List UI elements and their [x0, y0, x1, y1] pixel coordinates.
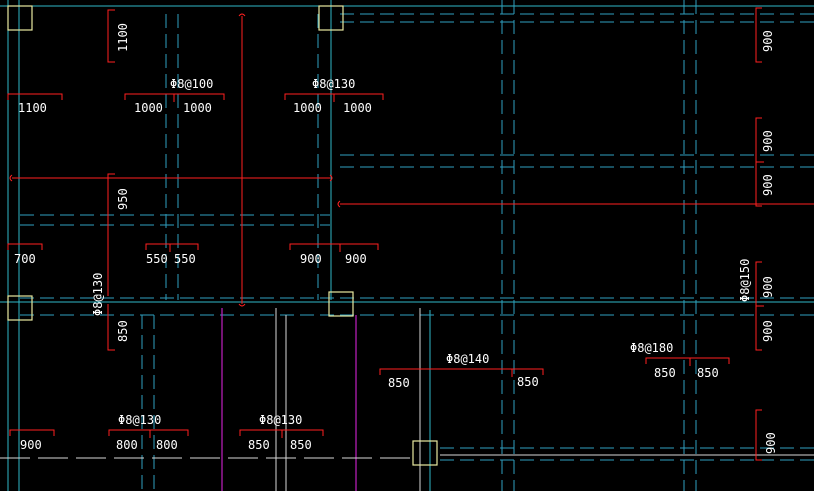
dimension-label: 900 [761, 30, 775, 52]
rebar-spec-label: Φ8@130 [259, 413, 302, 427]
rebar-spec-label: Φ8@130 [91, 273, 105, 316]
rebar-lines [7, 7, 814, 461]
dimension-label: 800 [156, 438, 178, 452]
dimension-label: 700 [14, 252, 36, 266]
dimension-label: 900 [300, 252, 322, 266]
dimension-label: 1100 [116, 23, 130, 52]
dimension-label: 1000 [134, 101, 163, 115]
dimension-label: 850 [654, 366, 676, 380]
dimension-label: 900 [761, 130, 775, 152]
rebar-spec-label: Φ8@150 [738, 259, 752, 302]
dimension-label: 1000 [293, 101, 322, 115]
rebar-spec-label: Φ8@130 [118, 413, 161, 427]
column-top-left [7, 5, 33, 31]
dimension-label: 1100 [18, 101, 47, 115]
dimension-label: 850 [290, 438, 312, 452]
dimension-label: 900 [345, 252, 367, 266]
rebar-spec-labels: Φ8@100 Φ8@130 Φ8@130 Φ8@150 Φ8@140 Φ8@18… [91, 77, 752, 427]
columns [7, 5, 438, 466]
dimension-label: 1000 [343, 101, 372, 115]
dimension-label: 900 [20, 438, 42, 452]
dimension-label: 850 [517, 375, 539, 389]
rebar-spec-label: Φ8@100 [170, 77, 213, 91]
dimension-labels: 1100 1100 1000 1000 1000 1000 950 700 55… [14, 23, 778, 454]
dimension-label: 900 [761, 320, 775, 342]
column-bottom [412, 440, 438, 466]
dimension-label: 850 [697, 366, 719, 380]
rebar-spec-label: Φ8@180 [630, 341, 673, 355]
dimension-label: 1000 [183, 101, 212, 115]
dashed-grid-lines [20, 0, 814, 491]
dimension-label: 550 [146, 252, 168, 266]
dimension-label: 800 [116, 438, 138, 452]
dimension-label: 900 [761, 174, 775, 196]
rebar-spec-label: Φ8@130 [312, 77, 355, 91]
dimension-label: 850 [388, 376, 410, 390]
dimension-label: 850 [248, 438, 270, 452]
column-mid [328, 291, 354, 317]
dimension-label: 550 [174, 252, 196, 266]
column-top-mid [318, 5, 344, 31]
dimension-label: 900 [764, 432, 778, 454]
beam-lines [0, 308, 814, 491]
dimension-label: 900 [761, 276, 775, 298]
column-mid-left [7, 295, 33, 321]
rebar-spec-label: Φ8@140 [446, 352, 489, 366]
dimension-label: 950 [116, 188, 130, 210]
dimension-label: 850 [116, 320, 130, 342]
